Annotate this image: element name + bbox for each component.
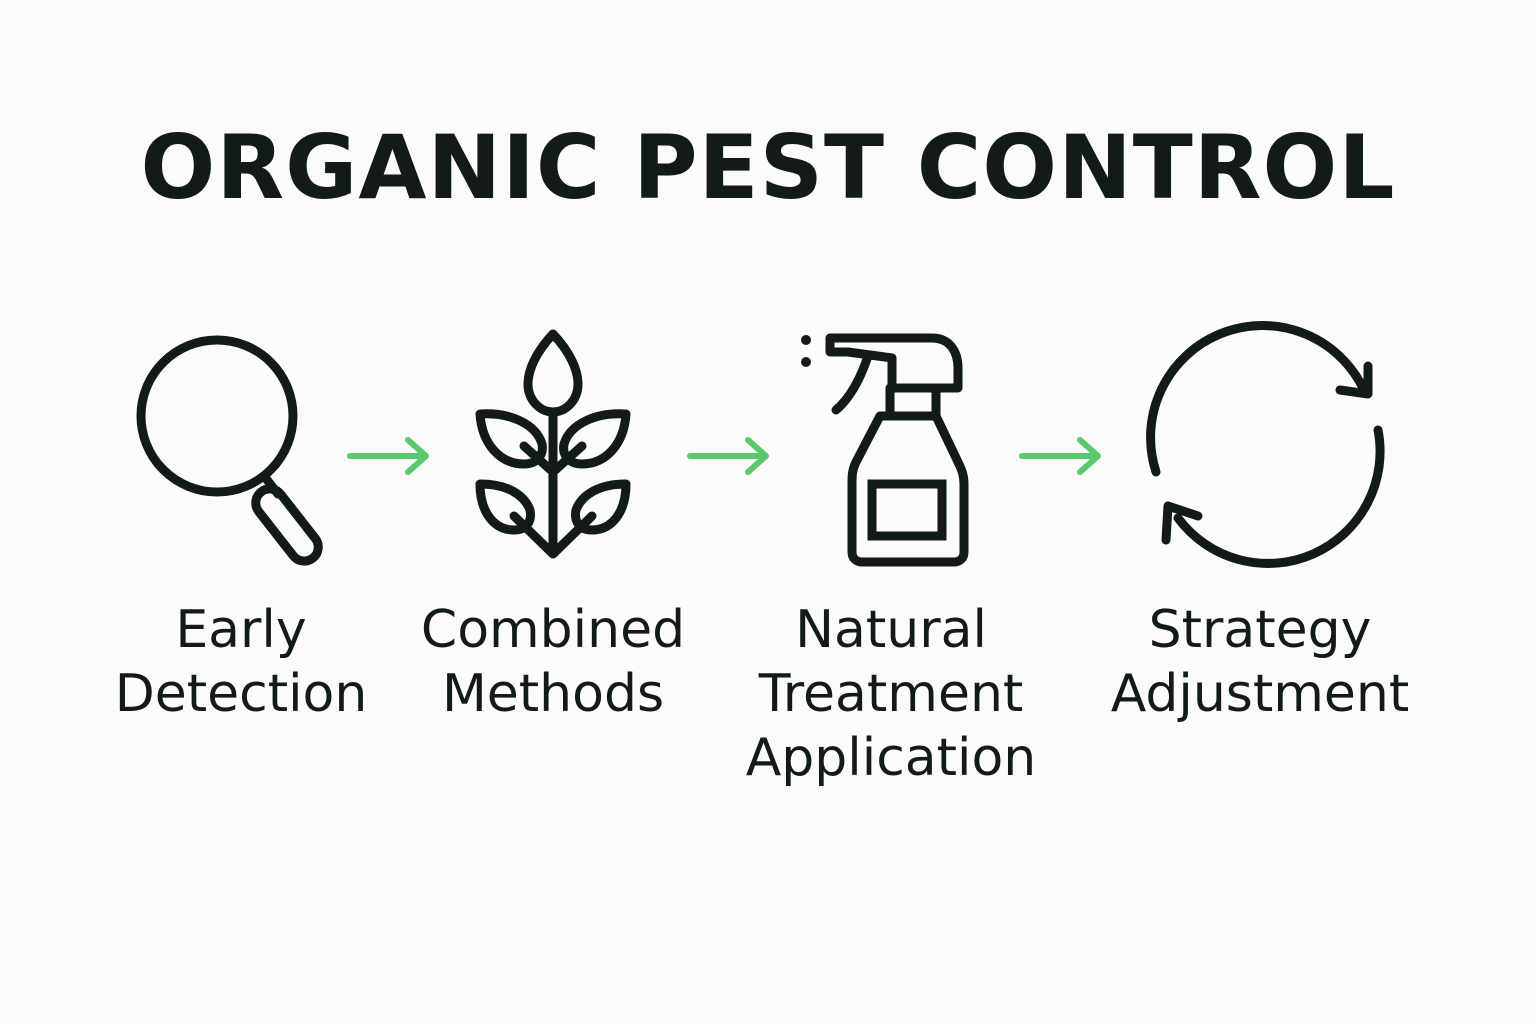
cycle-arrows-icon <box>1146 321 1385 568</box>
step-label-strategy-adjustment: Strategy Adjustment <box>1110 600 1410 724</box>
flow-arrow-2 <box>687 437 769 475</box>
step-label-early-detection: Early Detection <box>114 600 368 724</box>
spray-bottle-icon <box>801 333 969 567</box>
magnifying-glass-icon <box>136 335 323 566</box>
page-title: ORGANIC PEST CONTROL <box>140 116 1396 219</box>
flow-arrow-1 <box>347 437 429 475</box>
step-label-natural-treatment-application: Natural Treatment Application <box>745 600 1037 788</box>
step-label-combined-methods: Combined Methods <box>420 600 686 724</box>
plant-sprout-icon <box>475 329 631 559</box>
flow-arrow-3 <box>1019 437 1101 475</box>
